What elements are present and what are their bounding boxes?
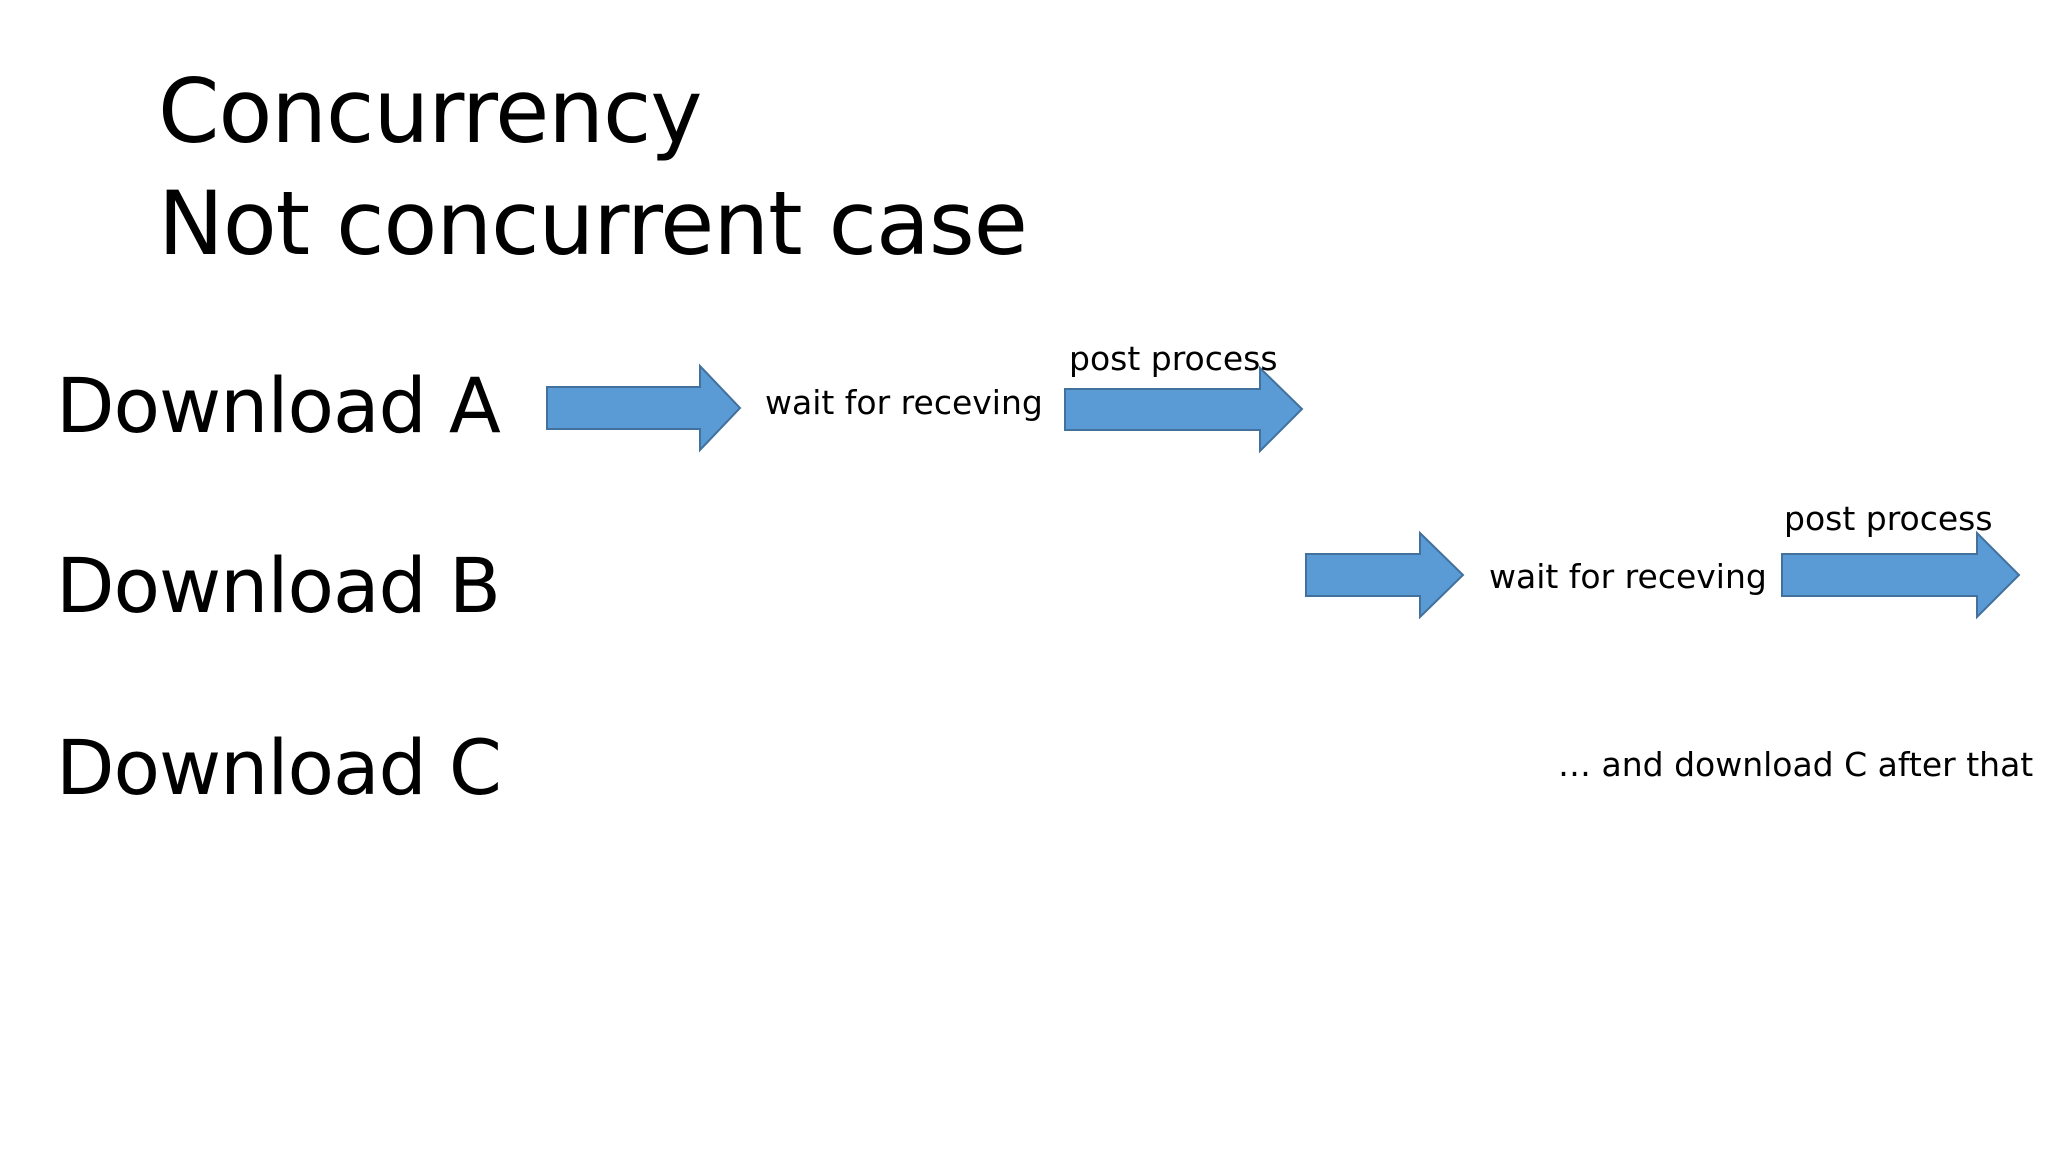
- row-label-download-a: Download A: [56, 361, 501, 450]
- slide-subtitle: Not concurrent case: [158, 172, 1028, 275]
- post-caption-b: post process: [1784, 499, 1993, 538]
- wait-caption-b: wait for receving: [1489, 557, 1767, 596]
- download-c-note: … and download C after that: [1558, 745, 2034, 784]
- post-caption-a: post process: [1069, 339, 1278, 378]
- row-label-download-c: Download C: [56, 723, 502, 812]
- wait-caption-a: wait for receving: [765, 383, 1043, 422]
- post-process-arrow-b-icon: [1781, 530, 2021, 620]
- request-arrow-b-icon: [1305, 530, 1465, 620]
- post-process-arrow-a-icon: [1064, 365, 1304, 454]
- request-arrow-a-icon: [546, 363, 742, 453]
- slide-title: Concurrency: [158, 60, 702, 163]
- row-label-download-b: Download B: [56, 541, 501, 630]
